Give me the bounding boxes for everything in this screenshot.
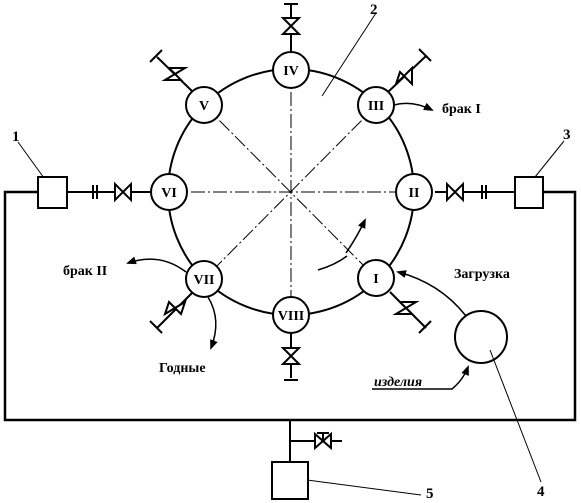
station-iii-label: III xyxy=(368,99,384,114)
station-iv: IV xyxy=(272,51,310,89)
bottom-pipe xyxy=(289,420,342,462)
reject-i-arrow xyxy=(393,102,434,111)
label-zagruzka: Загрузка xyxy=(454,267,510,282)
station-i-label: I xyxy=(373,272,378,287)
label-3: 3 xyxy=(563,127,571,143)
label-5: 5 xyxy=(426,486,434,502)
station-vii-label: VII xyxy=(193,273,214,288)
loading-arrow xyxy=(396,270,467,317)
rotation-arrows xyxy=(317,218,366,271)
valve-right xyxy=(446,181,464,203)
station-iv-label: IV xyxy=(283,64,299,79)
station-viii: VIII xyxy=(272,296,310,334)
box-1 xyxy=(37,176,68,209)
station-viii-label: VIII xyxy=(278,309,304,324)
loading-hopper xyxy=(454,310,508,364)
valve-bottom xyxy=(314,431,332,451)
valve-station-v xyxy=(149,49,194,93)
label-godnye: Годные xyxy=(159,361,206,376)
valve-station-iii xyxy=(387,48,432,93)
station-i: I xyxy=(357,259,395,297)
valve-left xyxy=(114,181,132,203)
label-brak-ii: брак II xyxy=(63,264,107,279)
label-2: 2 xyxy=(370,2,378,18)
label-4: 4 xyxy=(537,484,545,500)
station-ii: II xyxy=(395,173,433,211)
station-v-label: V xyxy=(199,99,209,114)
box-5 xyxy=(271,461,309,500)
station-iii: III xyxy=(357,86,395,124)
reject-ii-arrow xyxy=(126,256,187,273)
station-ii-label: II xyxy=(409,186,420,201)
valve-station-vii xyxy=(149,291,194,334)
products-arrow xyxy=(372,365,469,390)
left-pipe xyxy=(67,185,150,199)
label-1: 1 xyxy=(12,129,20,145)
station-v: V xyxy=(185,86,223,124)
station-vii: VII xyxy=(185,260,223,298)
station-vi: VI xyxy=(150,173,188,211)
station-vi-label: VI xyxy=(161,186,177,201)
valve-station-viii xyxy=(280,334,302,381)
label-brak-i: брак I xyxy=(442,102,481,117)
good-arrow xyxy=(207,296,218,350)
box-3 xyxy=(514,176,544,209)
valve-station-iv xyxy=(280,3,302,52)
leader-lines xyxy=(17,12,565,496)
label-izdeliya: изделия xyxy=(374,375,422,390)
valve-station-i xyxy=(389,291,432,334)
